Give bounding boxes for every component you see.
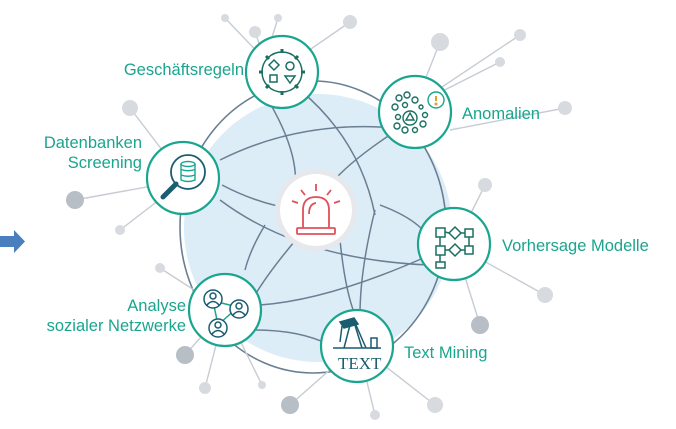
text-mining-icon-label: TEXT	[338, 354, 382, 373]
label-textmining: Text Mining	[404, 344, 488, 362]
social-network-icon	[203, 289, 249, 338]
alarm-siren-icon	[291, 184, 341, 235]
node-anomalies	[377, 74, 453, 150]
node-rules	[244, 34, 320, 110]
flowchart-icon	[435, 225, 474, 269]
label-social: Analyse sozialer Netzwerke	[46, 297, 186, 335]
oil-pump-text-icon	[333, 317, 381, 349]
database-search-icon	[160, 154, 206, 200]
node-models	[416, 206, 492, 282]
gear-shapes-icon	[259, 49, 305, 95]
label-rules: Geschäftsregeln	[123, 61, 244, 79]
label-anomalies: Anomalien	[462, 105, 540, 123]
label-databases: Datenbanken Screening	[43, 134, 142, 172]
input-arrow-icon	[0, 230, 25, 253]
node-databases	[145, 140, 221, 216]
anomaly-cluster-icon	[391, 91, 445, 134]
label-models: Vorhersage Modelle	[502, 237, 649, 255]
node-textmining	[319, 308, 395, 384]
node-social	[187, 272, 263, 348]
center-alarm-node	[275, 169, 357, 251]
